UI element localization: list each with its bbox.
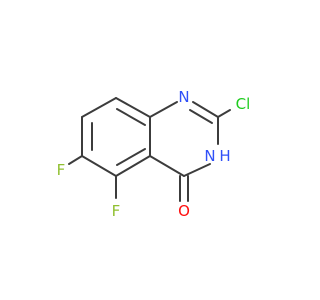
- atom-n1: N: [178, 88, 189, 106]
- atom-o: O: [178, 202, 190, 220]
- bond-c6-c5: [81, 155, 117, 177]
- molecule-structure: N Cl N H O F F: [57, 88, 251, 220]
- bond-c5-c4a: [115, 155, 151, 177]
- bond-c8a-n1: [149, 101, 178, 118]
- bond-c2-cl: [217, 109, 231, 118]
- bond-c8-c8-inner: [116, 108, 146, 126]
- atom-h3: H: [219, 147, 230, 165]
- bond-n1-c2-b: [189, 109, 213, 124]
- bond-c5-c4a-inner: [116, 148, 146, 166]
- bond-n3-c4: [183, 163, 211, 177]
- atom-cl: Cl: [236, 95, 251, 113]
- bond-c6-f: [68, 155, 83, 165]
- atom-f6: F: [57, 161, 66, 179]
- bond-c8-c7: [81, 97, 117, 118]
- bond-lines: [68, 97, 231, 202]
- bond-c8a-c8: [115, 97, 151, 118]
- atom-labels: N Cl N H O F F: [57, 88, 251, 220]
- bond-n1-c2-a: [192, 101, 219, 118]
- atom-n3: N: [204, 147, 215, 165]
- bond-c4-c4a: [149, 155, 185, 177]
- atom-f5: F: [112, 202, 121, 220]
